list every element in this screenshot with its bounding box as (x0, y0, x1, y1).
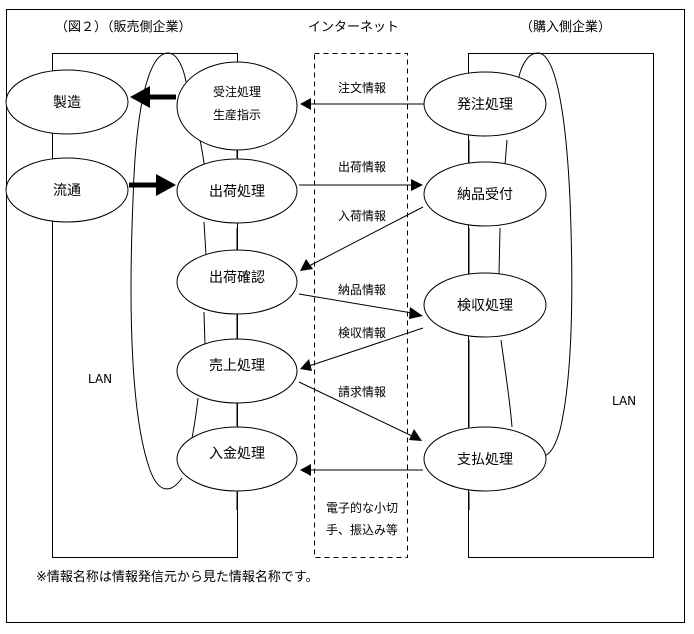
arrow-delivery-info (298, 293, 423, 319)
svg-text:出荷確認: 出荷確認 (209, 270, 265, 286)
seller-lan-loop (130, 52, 183, 490)
label-order-info: 注文情報 (338, 80, 386, 95)
label-inspection-info: 検収情報 (338, 326, 386, 340)
node-payment: 支払処理 (423, 426, 547, 492)
seller-lan-label: LAN (88, 372, 112, 386)
node-delivery-receipt: 納品受付 (423, 161, 547, 227)
arrow-payment-transfer (300, 464, 423, 476)
svg-text:発注処理: 発注処理 (457, 97, 513, 113)
payment-note-line-2: 手、振込み等 (326, 523, 398, 537)
node-inspection: 検収処理 (423, 272, 547, 338)
svg-text:納品受付: 納品受付 (457, 187, 513, 203)
node-distribution: 流通 (5, 157, 129, 223)
svg-text:検収処理: 検収処理 (457, 298, 513, 314)
svg-text:入金処理: 入金処理 (209, 446, 265, 462)
node-shipping: 出荷処理 (176, 158, 298, 224)
seller-title: （図２）（販売側企業） (55, 19, 192, 35)
payment-note-line-1: 電子的な小切 (326, 500, 398, 515)
node-manufacturing: 製造 (5, 69, 129, 135)
node-shipping-confirm: 出荷確認 (176, 249, 298, 315)
buyer-lan-loop (517, 52, 539, 82)
buyer-title: （購入側企業） (520, 19, 611, 35)
internet-box (314, 53, 408, 558)
internet-title: インターネット (308, 20, 399, 35)
label-billing-info: 請求情報 (338, 385, 386, 399)
node-order-receipt: 受注処理 生産指示 (176, 61, 298, 151)
label-delivery-info: 納品情報 (338, 283, 386, 297)
label-arrival-info: 入荷情報 (338, 209, 386, 223)
arrow-billing-info (298, 381, 422, 441)
svg-text:生産指示: 生産指示 (213, 107, 261, 122)
svg-text:出荷処理: 出荷処理 (209, 184, 265, 200)
node-sales: 売上処理 (176, 338, 298, 404)
arrow-distribution-to-shipping (129, 174, 176, 196)
label-shipping-info: 出荷情報 (338, 160, 386, 174)
svg-text:流通: 流通 (53, 183, 81, 199)
svg-text:受注処理: 受注処理 (213, 84, 261, 99)
node-payment-receipt: 入金処理 (176, 426, 298, 492)
svg-text:売上処理: 売上処理 (209, 358, 265, 374)
arrow-shipping-info (299, 179, 423, 191)
arrow-order-info (300, 98, 424, 110)
outer-frame (6, 9, 685, 623)
arrow-arrival-info (300, 206, 424, 271)
buyer-lan-label: LAN (612, 394, 636, 408)
footnote: ※情報名称は情報発信元から見た情報名称です。 (36, 569, 319, 585)
arrow-order-to-manufacturing (130, 86, 176, 108)
svg-text:支払処理: 支払処理 (457, 452, 513, 468)
arrow-inspection-info (300, 327, 424, 371)
svg-text:製造: 製造 (53, 95, 81, 111)
node-ordering: 発注処理 (423, 71, 547, 137)
